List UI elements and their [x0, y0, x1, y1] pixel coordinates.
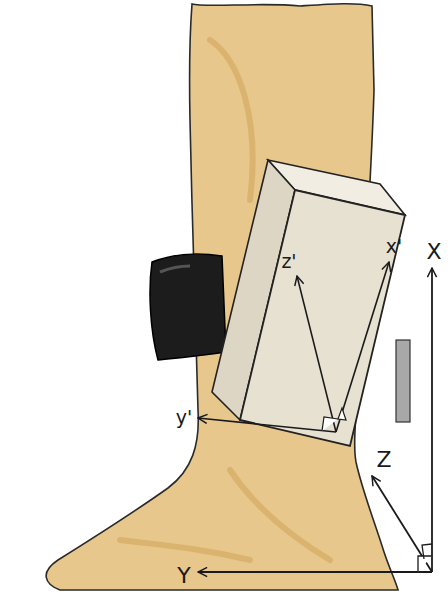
right-angle-mark — [338, 408, 346, 420]
side-clip — [396, 340, 410, 422]
axis-label: Y — [175, 564, 192, 588]
z-prime-axis — [297, 276, 336, 432]
right-angle-mark — [418, 556, 432, 572]
right-angle-mark — [422, 544, 432, 559]
box-front-face — [240, 190, 405, 446]
axis-label: z' — [279, 251, 298, 272]
y-prime-axis — [198, 418, 336, 432]
axis-label: x' — [384, 236, 404, 257]
strap-highlight — [160, 266, 190, 272]
y-axis — [198, 571, 432, 573]
z-axis — [372, 476, 432, 572]
x-prime-axis — [336, 262, 389, 432]
right-angle-mark — [322, 417, 338, 431]
strap — [150, 254, 226, 360]
axis-label: X — [424, 240, 443, 264]
x-axis — [431, 268, 433, 572]
axis-label: Z — [374, 448, 393, 472]
axis-label: y' — [174, 407, 194, 428]
